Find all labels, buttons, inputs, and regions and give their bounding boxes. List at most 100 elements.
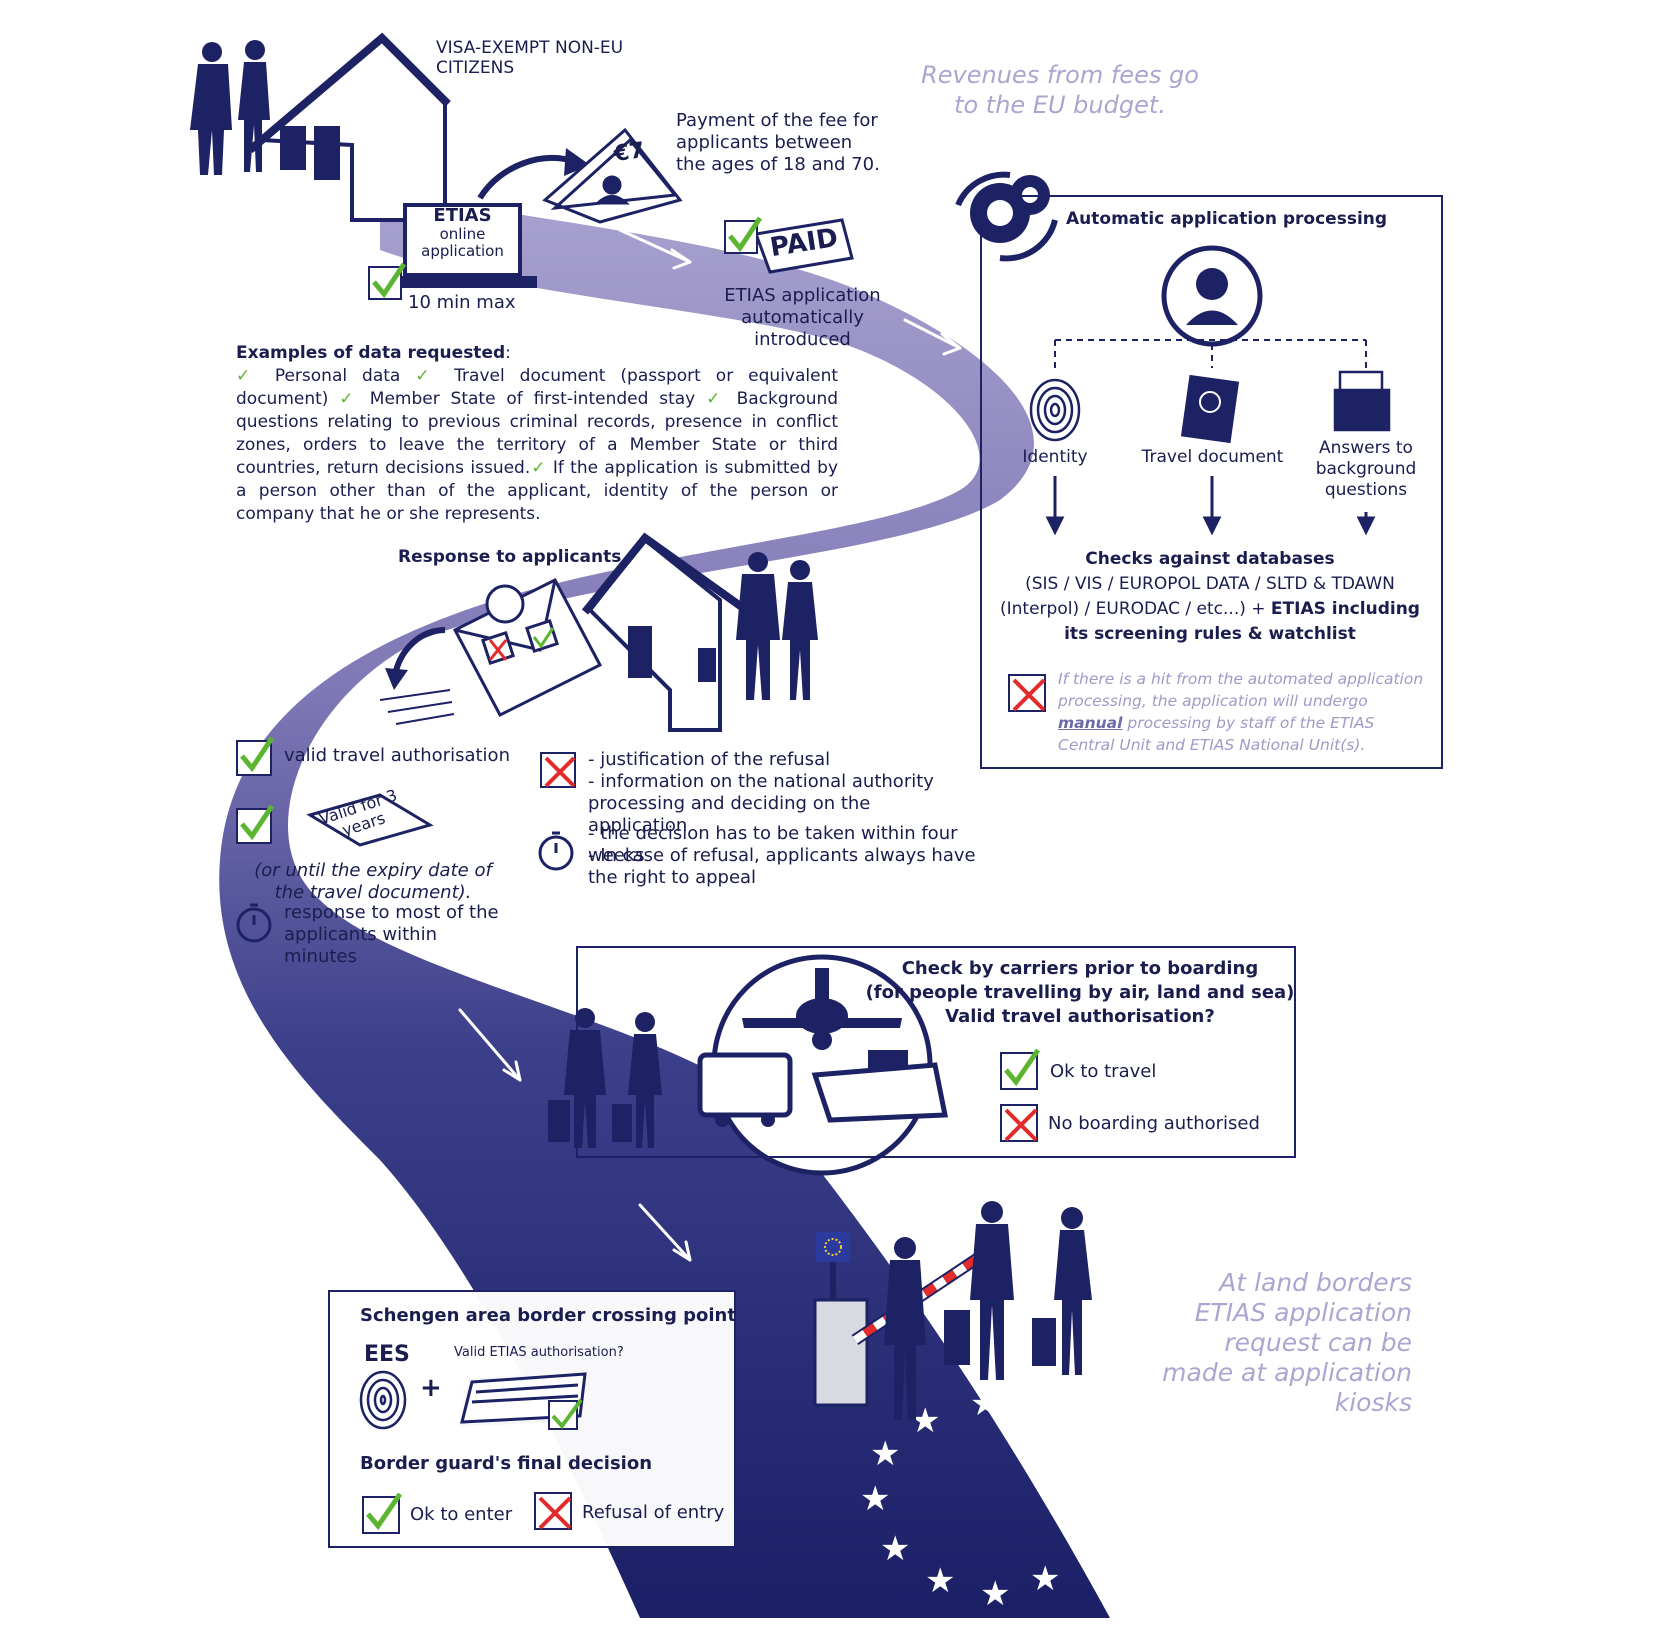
check-icon: ✓ [339, 389, 359, 409]
identity-label: Identity [1022, 447, 1088, 467]
valid-etias-question: Valid ETIAS authorisation? [454, 1345, 624, 1360]
svg-text:★: ★ [1075, 1479, 1105, 1519]
cards-check-box [548, 1398, 583, 1430]
stopwatch-icon-right [538, 831, 574, 871]
response-heading: Response to applicants [398, 547, 622, 567]
check-icon [551, 1398, 583, 1430]
ok-enter-check-box [362, 1492, 403, 1534]
ees-label: EES [364, 1342, 410, 1367]
carriers-title-3: Valid travel authorisation? [945, 1006, 1215, 1027]
check-icon: ✓ [236, 366, 260, 386]
valid-authorisation-label: valid travel authorisation [284, 745, 510, 766]
minutes-note: response to most of the applicants withi… [284, 902, 499, 967]
expiry-note: (or until the expiry date of the travel … [254, 860, 492, 903]
eu-stars: ★ ★ ★ ★ ★ ★ ★ ★ ★ ★ ★ ★ [860, 1384, 1105, 1614]
ok-travel-label: Ok to travel [1050, 1061, 1157, 1082]
no-boarding-cross-box [1000, 1104, 1038, 1142]
time-label: 10 min max [408, 292, 516, 313]
couple-top [190, 40, 270, 175]
introduced-label: ETIAS application automatically introduc… [724, 285, 881, 350]
data-item-personal: Personal data [274, 366, 401, 386]
etias-subtitle: online application [421, 225, 504, 260]
data-item-travel-doc: Travel document (passport or equivalent … [236, 366, 839, 409]
checks-line2: (Interpol) / EURODAC / etc...) + ETIAS i… [1000, 599, 1420, 619]
svg-text:★: ★ [1015, 1399, 1045, 1439]
refusal-entry-cross-box [534, 1492, 572, 1530]
check-icon [240, 736, 275, 773]
refusal-cross-box [540, 752, 576, 788]
valid-check-box [236, 736, 275, 776]
gears-icon [955, 171, 1058, 262]
transport-icon [697, 954, 949, 1176]
decision-heading: Border guard's final decision [360, 1453, 653, 1474]
couple-middle [736, 552, 818, 700]
paid-tag [753, 218, 854, 274]
svg-text:★: ★ [870, 1434, 900, 1474]
check-icon [372, 262, 407, 299]
answers-label: Answers to background questions [1315, 438, 1417, 500]
checks-heading: Checks against databases [1085, 549, 1335, 569]
fee-cards [542, 127, 683, 224]
check-icon: ✓ [415, 366, 440, 386]
carriers-panel [576, 946, 1296, 1158]
svg-text:★: ★ [1070, 1524, 1100, 1564]
svg-text:★: ★ [880, 1529, 910, 1569]
data-examples-heading: Examples of data requested [236, 343, 506, 363]
check-icon: ✓ [706, 389, 726, 409]
validity-document-icon [306, 793, 434, 847]
travellers-carriers [548, 1008, 662, 1148]
decision-appeal: - In case of refusal, applicants always … [588, 845, 976, 888]
folder-icon [1333, 370, 1391, 432]
svg-text:★: ★ [1055, 1434, 1085, 1474]
ok-enter-label: Ok to enter [410, 1504, 513, 1525]
citizens-label: VISA-EXEMPT NON-EU CITIZENS [436, 38, 624, 78]
svg-text:★: ★ [1030, 1559, 1060, 1599]
carriers-title-2: (for people travelling by air, land and … [865, 982, 1295, 1003]
laptop [383, 203, 537, 288]
refusal-authority-info: - information on the national authority … [588, 771, 934, 836]
check-icon: ✓ [530, 458, 547, 478]
revenues-note: Revenues from fees go to the EU budget. [921, 61, 1199, 119]
check-icon [240, 804, 275, 841]
svg-text:★: ★ [860, 1479, 890, 1519]
border-people [884, 1201, 1092, 1420]
travel-doc-label: Travel document [1141, 447, 1284, 467]
check-icon [366, 1492, 403, 1531]
checks-line1: (SIS / VIS / EUROPOL DATA / SLTD & TDAWN [1025, 574, 1395, 594]
border-title: Schengen area border crossing point [360, 1305, 736, 1326]
cross-icon [544, 756, 576, 788]
data-examples: Examples of data requested: ✓ Personal d… [236, 343, 839, 524]
svg-text:★: ★ [980, 1574, 1010, 1614]
data-item-background: Background questions relating to previou… [236, 389, 839, 478]
laptop-check-box [368, 262, 407, 300]
ok-travel-check-box [1000, 1048, 1041, 1090]
etias-title: ETIAS [433, 205, 492, 226]
data-item-representative: If the application is submitted by a per… [236, 458, 839, 524]
svg-text:★: ★ [925, 1561, 955, 1601]
email-envelope-icon [452, 578, 603, 717]
check-icon [728, 216, 763, 253]
hit-cross-box [1008, 674, 1046, 712]
decision-deadline: - the decision has to be taken within fo… [588, 823, 958, 866]
cross-icon [538, 1496, 572, 1530]
refusal-justification: - justification of the refusal [588, 749, 831, 770]
data-item-member-state: Member State of first-intended stay [369, 389, 696, 409]
stopwatch-icon-left [236, 903, 272, 943]
paid-check-box [724, 216, 763, 254]
plus-sign: + [420, 1373, 442, 1403]
hit-note: If there is a hit from the automated app… [1058, 670, 1424, 754]
cross-icon [1004, 1108, 1038, 1142]
fee-amount: €7 [612, 137, 647, 168]
processing-title: Automatic application processing [1066, 208, 1388, 230]
cross-icon [1012, 678, 1046, 712]
check-icon [1004, 1048, 1041, 1087]
house-middle [581, 532, 763, 732]
border-barrier [813, 1232, 994, 1407]
kiosk-note: At land borders ETIAS application reques… [1162, 1268, 1412, 1417]
years-check-box [236, 804, 275, 844]
processing-panel [980, 195, 1443, 769]
house-top [247, 32, 451, 222]
checks-line3: its screening rules & watchlist [1064, 624, 1356, 644]
